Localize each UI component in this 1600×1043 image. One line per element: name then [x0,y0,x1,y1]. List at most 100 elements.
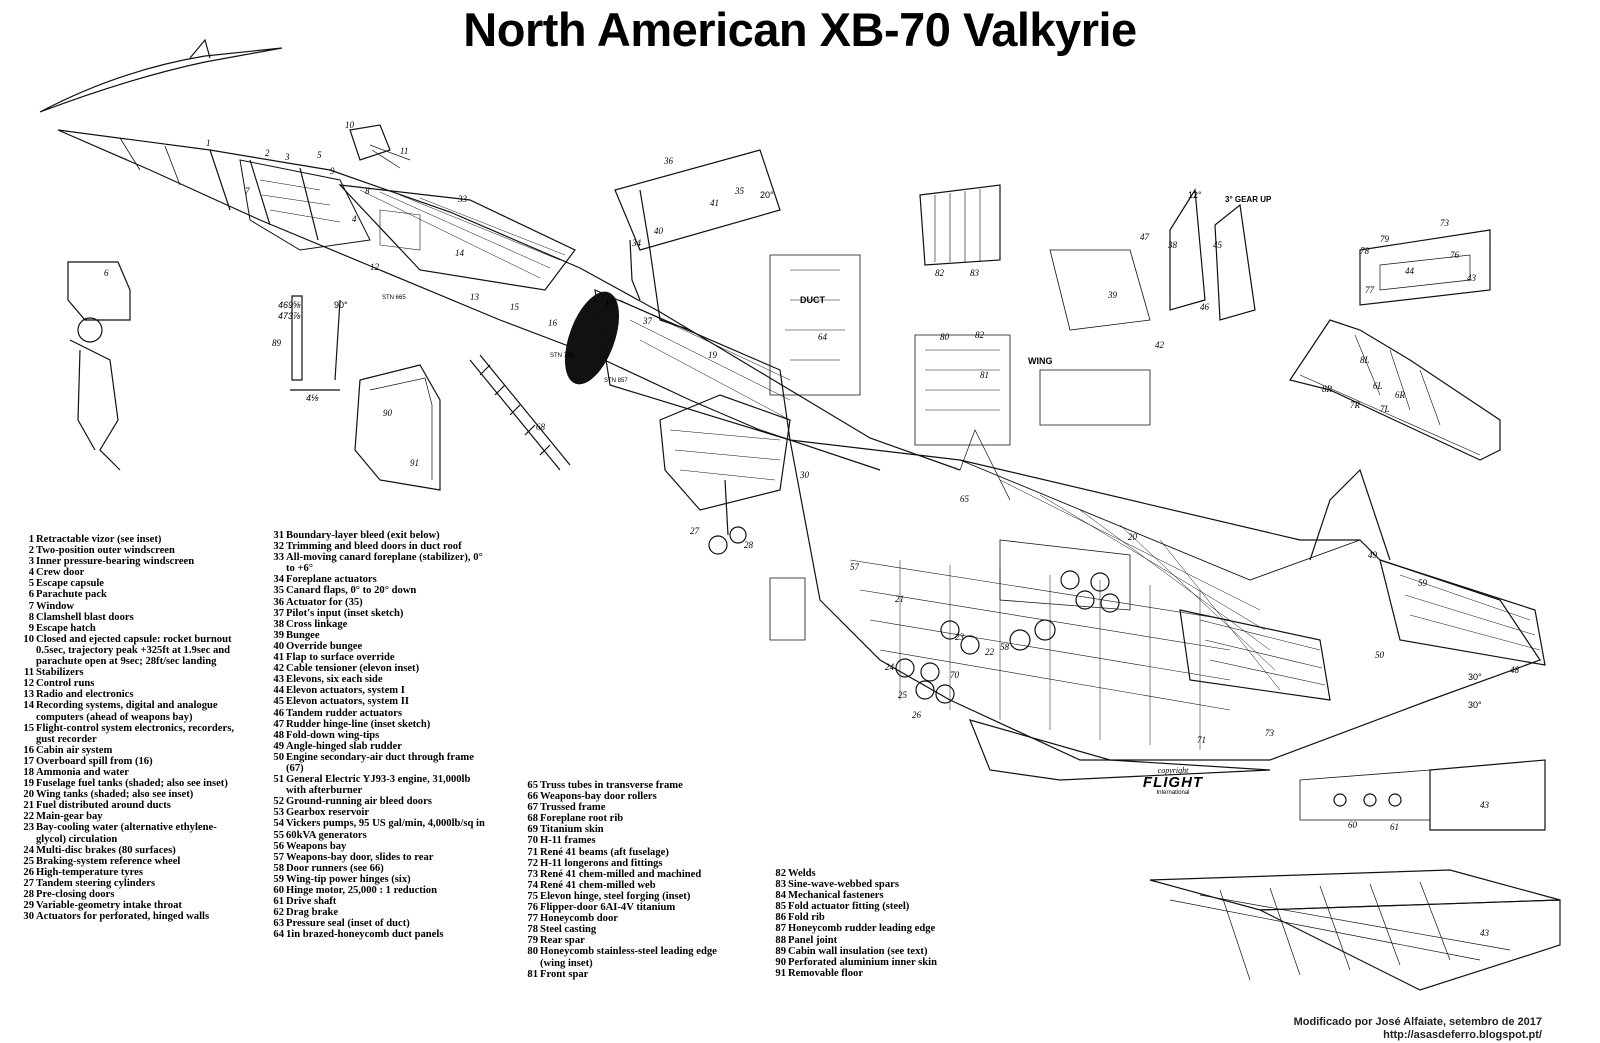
legend-number: 4 [28,567,34,579]
station-label: STN 796 [550,353,574,359]
legend-number: 61 [273,896,284,908]
legend-text: Actuators for perforated, hinged walls [36,911,210,923]
inset-label-dimension: 4⅛ [306,393,319,403]
flight-international-logo: copyright FLIGHT International [1138,766,1208,796]
callout: 80 [940,332,949,342]
legend-text: Multi-disc brakes (80 surfaces) [36,844,176,856]
legend-text: Vickers pumps, 95 US gal/min, 4,000lb/sq… [286,818,485,830]
callout: 27 [690,526,699,536]
legend-number: 59 [273,873,284,885]
legend-text: Escape capsule [36,578,104,590]
legend-number: 6 [28,589,34,601]
legend-number: 7 [28,600,34,612]
legend-text: Removable floor [788,967,864,979]
station-label: STN 857 [604,378,628,384]
legend-number: 85 [775,901,786,913]
legend-number: 22 [23,811,34,823]
callout: 9 [330,166,335,176]
legend-text: Trimming and bleed doors in duct roof [286,541,462,553]
callout: 89 [272,338,281,348]
legend-text: Welds [788,868,816,879]
legend-text: Stabilizers [36,667,84,679]
legend-number: 51 [273,774,284,786]
side-profile-sketch [39,38,283,113]
callout: 14 [455,248,464,258]
callout: 20 [1128,532,1137,542]
legend-text: Override bungee [286,640,363,652]
legend-number: 5 [28,578,34,590]
inset-label-angle: 20° [760,190,774,200]
legend-number: 23 [23,822,34,834]
legend-number: 53 [273,807,284,819]
legend-number: 83 [775,879,786,891]
legend-number: 10 [23,633,34,645]
callout: 43 [1480,928,1489,938]
wing-leading-edge-inset [914,334,1151,446]
legend-number: 62 [273,907,284,919]
sine-wave-spar-inset [919,184,1001,266]
delta-wing-cutaway [789,429,1546,781]
legend-number: 47 [273,718,284,730]
legend-number: 57 [273,851,284,863]
legend-number: 75 [527,890,538,902]
legend-number: 77 [527,913,538,925]
legend-number: 43 [273,674,284,686]
legend-text: Rear spar [540,935,585,947]
inset-label-dimension: 469⅝ [278,300,301,310]
legend-number: 48 [273,729,284,741]
inset-label-angle: 30° [1468,672,1482,682]
legend-number: 27 [23,877,34,889]
legend-number: 63 [273,918,284,930]
legend-text: Main-gear bay [36,811,103,823]
legend-number: 80 [527,946,538,958]
legend-text: Closed and ejected capsule: rocket burno… [36,633,232,668]
callout: 12 [370,262,379,272]
legend-number: 90 [775,956,786,968]
credit-url[interactable]: http://asasdeferro.blogspot.pt/ [1383,1029,1542,1041]
legend-text: Front spar [540,968,589,980]
callout: 17 [605,298,614,308]
callout: 11 [400,146,409,156]
legend-text: All-moving canard foreplane (stabilizer)… [286,552,483,575]
legend-number: 84 [775,890,786,902]
callout: 7 [245,186,250,196]
legend-text: Drag brake [286,907,339,919]
callout: 22 [985,647,994,657]
legend-number: 2 [28,545,34,557]
legend-number: 70 [527,835,538,847]
legend-text: Foreplane root rib [540,813,624,825]
callout: 78 [1360,246,1369,256]
callout: 49 [1368,550,1377,560]
callout: 21 [895,594,904,604]
legend-number: 45 [273,696,284,708]
legend-number: 9 [28,622,34,634]
legend-number: 44 [273,685,284,697]
legend-text: Overboard spill from (16) [36,755,153,767]
callout: 30 [800,470,809,480]
legend-text: Control runs [36,678,95,690]
legend-number: 69 [527,824,538,836]
legend-text: Weapons bay [286,840,347,852]
